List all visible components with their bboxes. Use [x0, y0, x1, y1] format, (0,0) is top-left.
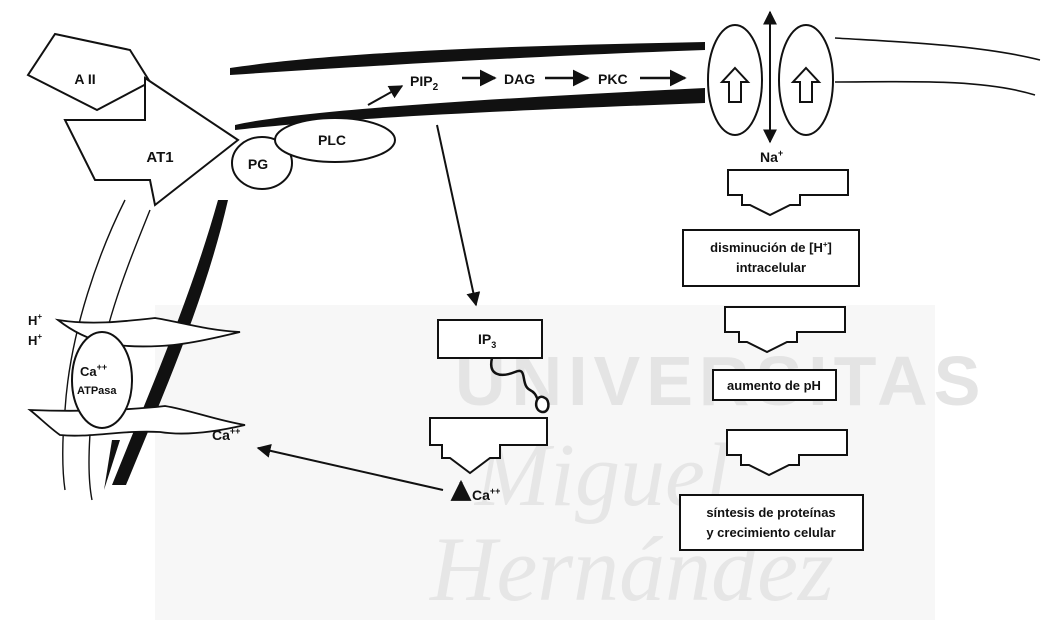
membrane-right-upper: [835, 38, 1040, 60]
ip3-receptor-hook: [536, 397, 548, 412]
g-protein-label: PG: [248, 156, 268, 172]
membrane-upper-wedge: [230, 42, 705, 75]
pip2-to-ip3-arrow: [437, 125, 476, 305]
h-top-label: H+: [28, 312, 42, 328]
h-bottom-label: H+: [28, 332, 42, 348]
flow-arrow-1: [728, 170, 848, 215]
atpase-label-line2: ATPasa: [77, 385, 117, 397]
at1-label: AT1: [146, 149, 173, 166]
step1-line2: intracelular: [736, 260, 806, 275]
step2-label: aumento de pH: [727, 378, 821, 393]
plc-to-pip2-arrow: [368, 86, 402, 105]
watermark: UNIVERSITAS Miguel Hernández: [155, 305, 986, 620]
sodium-label: Na+: [760, 148, 783, 165]
step1-line1: disminución de [H+]: [710, 240, 832, 255]
atpase-ellipse: [72, 332, 132, 428]
step3-box: [680, 495, 863, 550]
pkc-label: PKC: [598, 71, 628, 87]
plc-label: PLC: [318, 132, 346, 148]
dag-label: DAG: [504, 71, 535, 87]
na-h-exchanger: [708, 12, 833, 142]
membrane-right-lower: [835, 82, 1035, 95]
step3-line2: y crecimiento celular: [706, 525, 835, 540]
step3-line1: síntesis de proteínas: [706, 505, 835, 520]
angiotensin-pentagon: A II: [28, 34, 150, 110]
pip2-label: PIP2: [410, 73, 439, 93]
angiotensin-label: A II: [74, 71, 95, 87]
step1-box: [683, 230, 859, 286]
